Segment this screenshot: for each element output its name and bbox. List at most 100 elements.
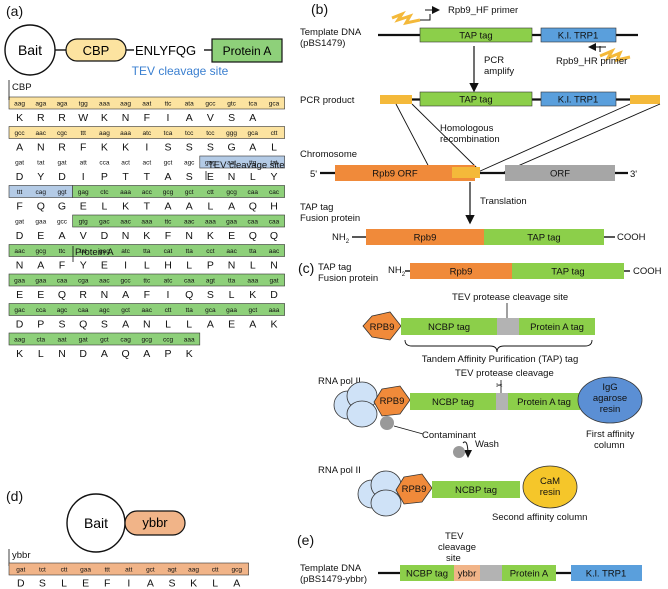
codon: gaa <box>35 278 46 285</box>
codon: aat <box>57 337 66 344</box>
codon: ctt <box>61 567 68 574</box>
amino-acid: A <box>122 289 129 301</box>
amino-acid: A <box>186 112 193 124</box>
amino-acid: A <box>207 319 214 331</box>
amino-acid: E <box>101 260 108 272</box>
panel-d-label: (d) <box>6 488 23 504</box>
bait-label-d: Bait <box>84 515 108 531</box>
tev-protease-cleavage-label: TEV protease cleavage <box>455 368 554 379</box>
amino-acid: V <box>207 112 214 124</box>
codon: gat <box>15 160 24 167</box>
codon: acc <box>142 189 153 196</box>
amino-acid: A <box>228 201 235 213</box>
e-protein-a-label: Protein A <box>510 569 549 580</box>
codon: caa <box>248 189 259 196</box>
amino-acid: A <box>122 319 129 331</box>
codon: aga <box>35 101 46 108</box>
amino-acid: D <box>16 319 24 331</box>
codon: ctt <box>212 567 219 574</box>
e-tev-block <box>480 565 502 581</box>
amino-acid: P <box>207 260 214 272</box>
cam-line2: resin <box>540 487 561 498</box>
codon: aac <box>226 248 237 255</box>
amino-acid: Q <box>185 289 193 301</box>
amino-acid: S <box>101 319 108 331</box>
codon: aaa <box>141 219 152 226</box>
tev-site-block <box>497 318 519 335</box>
tev-e-line1: TEV <box>445 531 464 542</box>
amino-acid: I <box>82 171 85 183</box>
amino-acid: I <box>145 142 148 154</box>
hr-primer-tail <box>599 47 631 63</box>
igg-resin <box>577 376 643 424</box>
amino-acid: K <box>270 319 277 331</box>
codon: att <box>80 160 87 167</box>
codon: gct <box>185 189 194 196</box>
amino-acid: E <box>82 578 89 589</box>
amino-acid: K <box>190 578 197 589</box>
codon: gaa <box>14 278 25 285</box>
amino-acid: K <box>207 230 214 242</box>
codon: ttt <box>104 567 110 574</box>
codon: gtg <box>79 219 88 226</box>
amino-acid: T <box>122 171 129 183</box>
codon: ccg <box>163 337 174 344</box>
amino-acid: L <box>61 578 67 589</box>
amino-acid: A <box>233 578 240 589</box>
tap-bracket <box>404 339 593 353</box>
amino-acid: E <box>37 230 44 242</box>
codon: ctt <box>207 189 214 196</box>
amino-acid: D <box>101 230 109 242</box>
amino-acid: V <box>80 230 87 242</box>
codon: agc <box>184 160 195 167</box>
protein-a-segment <box>8 332 201 346</box>
three-prime-label: 3' <box>630 169 637 180</box>
codon: gat <box>15 219 24 226</box>
codon: ttg <box>249 160 257 167</box>
amino-acid: K <box>186 348 193 360</box>
c-rpb9-block <box>410 263 512 279</box>
amino-acid: F <box>16 201 22 213</box>
rpb9-orf-label: Rpb9 ORF <box>372 169 418 180</box>
codon: ctt <box>165 307 172 314</box>
amino-acid: E <box>228 319 235 331</box>
codon: cat <box>164 248 173 255</box>
amino-acid: N <box>122 230 130 242</box>
rpb9-hex-label: RPB9 <box>370 322 395 333</box>
amino-acid: N <box>143 319 151 331</box>
amino-acid: A <box>58 230 65 242</box>
c-rpb9-label: Rpb9 <box>450 267 473 278</box>
tev-e-line2: cleavage <box>438 542 476 553</box>
amino-acid: L <box>101 201 107 213</box>
pcr-line1: PCR <box>484 55 504 66</box>
amino-acid: A <box>249 142 256 154</box>
codon: gct <box>164 160 173 167</box>
amino-acid: S <box>58 319 65 331</box>
fusion-tap-label: TAP tag <box>527 233 560 244</box>
amino-acid: N <box>16 260 24 272</box>
codon: caa <box>248 219 259 226</box>
first-affinity-line2: column <box>594 440 625 451</box>
codon: tta <box>143 248 151 255</box>
codon: aac <box>120 219 131 226</box>
chromosome-label: Chromosome <box>300 149 357 160</box>
cooh-c: COOH <box>633 266 662 277</box>
amino-acid: Q <box>58 289 66 301</box>
codon: gat <box>79 337 88 344</box>
codon: aac <box>142 307 153 314</box>
e-ncbp-label: NCBP tag <box>406 569 448 580</box>
codon: agc <box>57 307 68 314</box>
codon: gaa <box>226 307 237 314</box>
fusion-rpb9-block <box>366 229 484 245</box>
amino-acid: Y <box>270 171 277 183</box>
codon: tct <box>39 567 46 574</box>
codon: aac <box>36 130 47 137</box>
amino-acid: I <box>167 289 170 301</box>
five-prime-label: 5' <box>310 169 317 180</box>
codon: ggt <box>57 189 66 196</box>
codon: gcc <box>205 101 216 108</box>
ybbr-tag-label: ybbr <box>12 550 30 561</box>
amino-acid: A <box>249 112 256 124</box>
amino-acid: D <box>58 171 66 183</box>
codon: aag <box>14 101 25 108</box>
